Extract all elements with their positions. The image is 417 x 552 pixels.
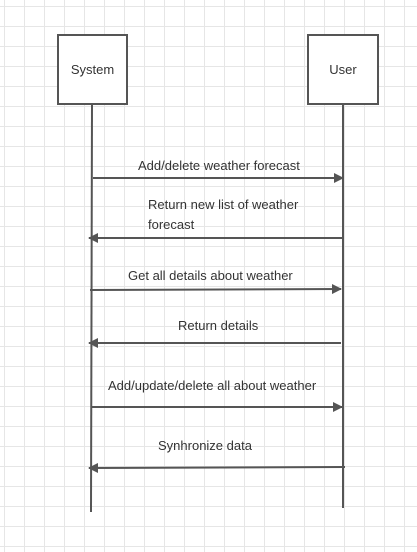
message-label-2: Return new list of weather forecast — [148, 197, 299, 232]
participant-user: User — [307, 34, 379, 105]
participant-system: System — [57, 34, 128, 105]
system-lifeline — [90, 103, 93, 513]
message-arrow-6 — [88, 462, 346, 473]
message-label-1: Add/delete weather forecast — [138, 158, 300, 173]
message-arrow-3 — [89, 284, 342, 295]
message-label-4: Return details — [178, 318, 259, 333]
message-label-3: Get all details about weather — [128, 268, 293, 283]
participant-user-label: User — [329, 62, 357, 77]
participant-system-label: System — [70, 62, 115, 77]
message-label-5: Add/update/delete all about weather — [108, 378, 317, 393]
message-label-6: Synhronize data — [158, 438, 252, 453]
